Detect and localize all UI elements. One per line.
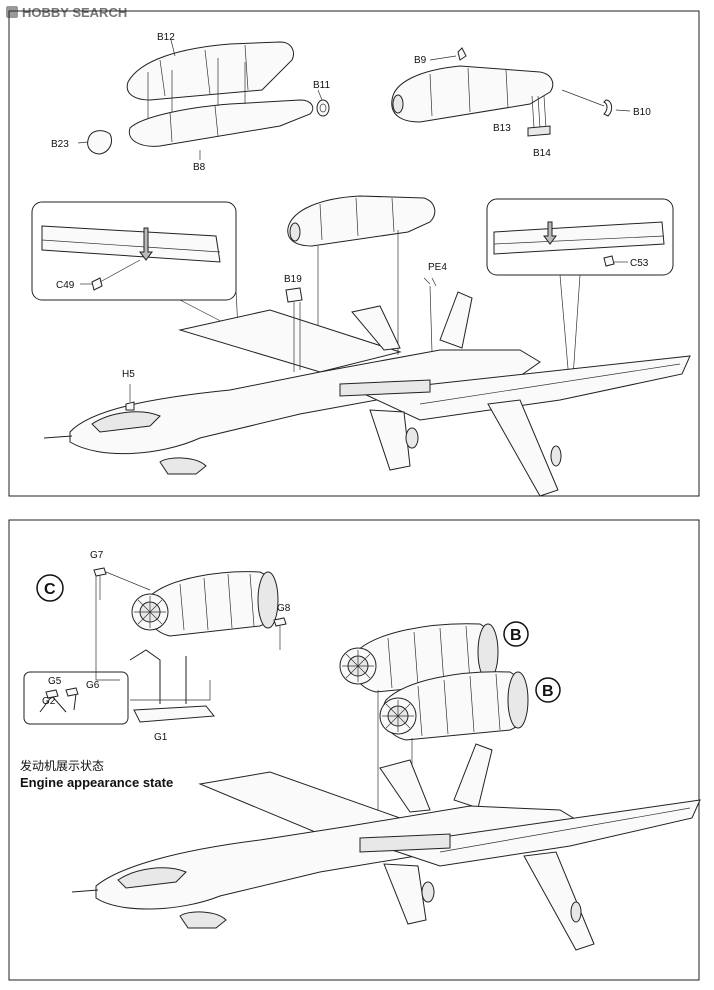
label-c53: C53 <box>630 258 649 269</box>
step-b-text-1: B <box>510 627 522 644</box>
stand-legs <box>129 649 187 704</box>
part-h5 <box>125 401 135 411</box>
label-g2: G2 <box>42 696 56 707</box>
bottom-panel-frame <box>8 519 700 981</box>
label-b10: B10 <box>633 107 651 118</box>
step-c-text: C <box>44 581 56 598</box>
step-b-text-2: B <box>542 683 554 700</box>
drop-tank-assembled <box>391 47 613 137</box>
caption-chinese: 发动机展示状态 <box>20 758 104 773</box>
label-c49: C49 <box>56 280 75 291</box>
drop-tank-halves <box>87 41 330 155</box>
engine-display-stand <box>131 571 279 637</box>
label-pe4: PE4 <box>428 262 447 273</box>
label-b8: B8 <box>193 162 206 173</box>
top-panel-frame <box>8 10 700 497</box>
aircraft-top <box>43 291 691 497</box>
label-b11: B11 <box>313 80 330 91</box>
aircraft-bottom <box>71 743 701 951</box>
part-b19 <box>285 287 303 303</box>
label-g8: G8 <box>277 603 291 614</box>
part-g7 <box>93 567 107 577</box>
label-g6: G6 <box>86 680 100 691</box>
watermark-text: HOBBY SEARCH <box>22 5 127 20</box>
detail-box-g <box>23 671 129 725</box>
part-pe4 <box>423 277 437 287</box>
part-g1 <box>133 705 215 723</box>
engine-b-lower <box>379 671 529 741</box>
callout-c53 <box>486 198 674 393</box>
label-b23: B23 <box>51 139 69 150</box>
label-g1: G1 <box>154 732 168 743</box>
caption-english: Engine appearance state <box>20 775 173 790</box>
step-b-marker-1: B <box>503 621 529 647</box>
step-b-marker-2: B <box>535 677 561 703</box>
drop-tank-mounted <box>287 195 436 247</box>
callout-c49 <box>31 201 239 331</box>
label-b14: B14 <box>533 148 551 159</box>
step-c-marker: C <box>36 574 64 602</box>
label-h5: H5 <box>122 369 135 380</box>
label-b13: B13 <box>493 123 511 134</box>
assembly-lines <box>95 576 211 701</box>
label-g5: G5 <box>48 676 62 687</box>
label-b19: B19 <box>284 274 302 285</box>
label-g7: G7 <box>90 550 104 561</box>
watermark-logo: HOBBY SEARCH <box>6 5 127 20</box>
label-b12: B12 <box>157 32 175 43</box>
part-g8 <box>273 617 287 627</box>
label-b9: B9 <box>414 55 427 66</box>
